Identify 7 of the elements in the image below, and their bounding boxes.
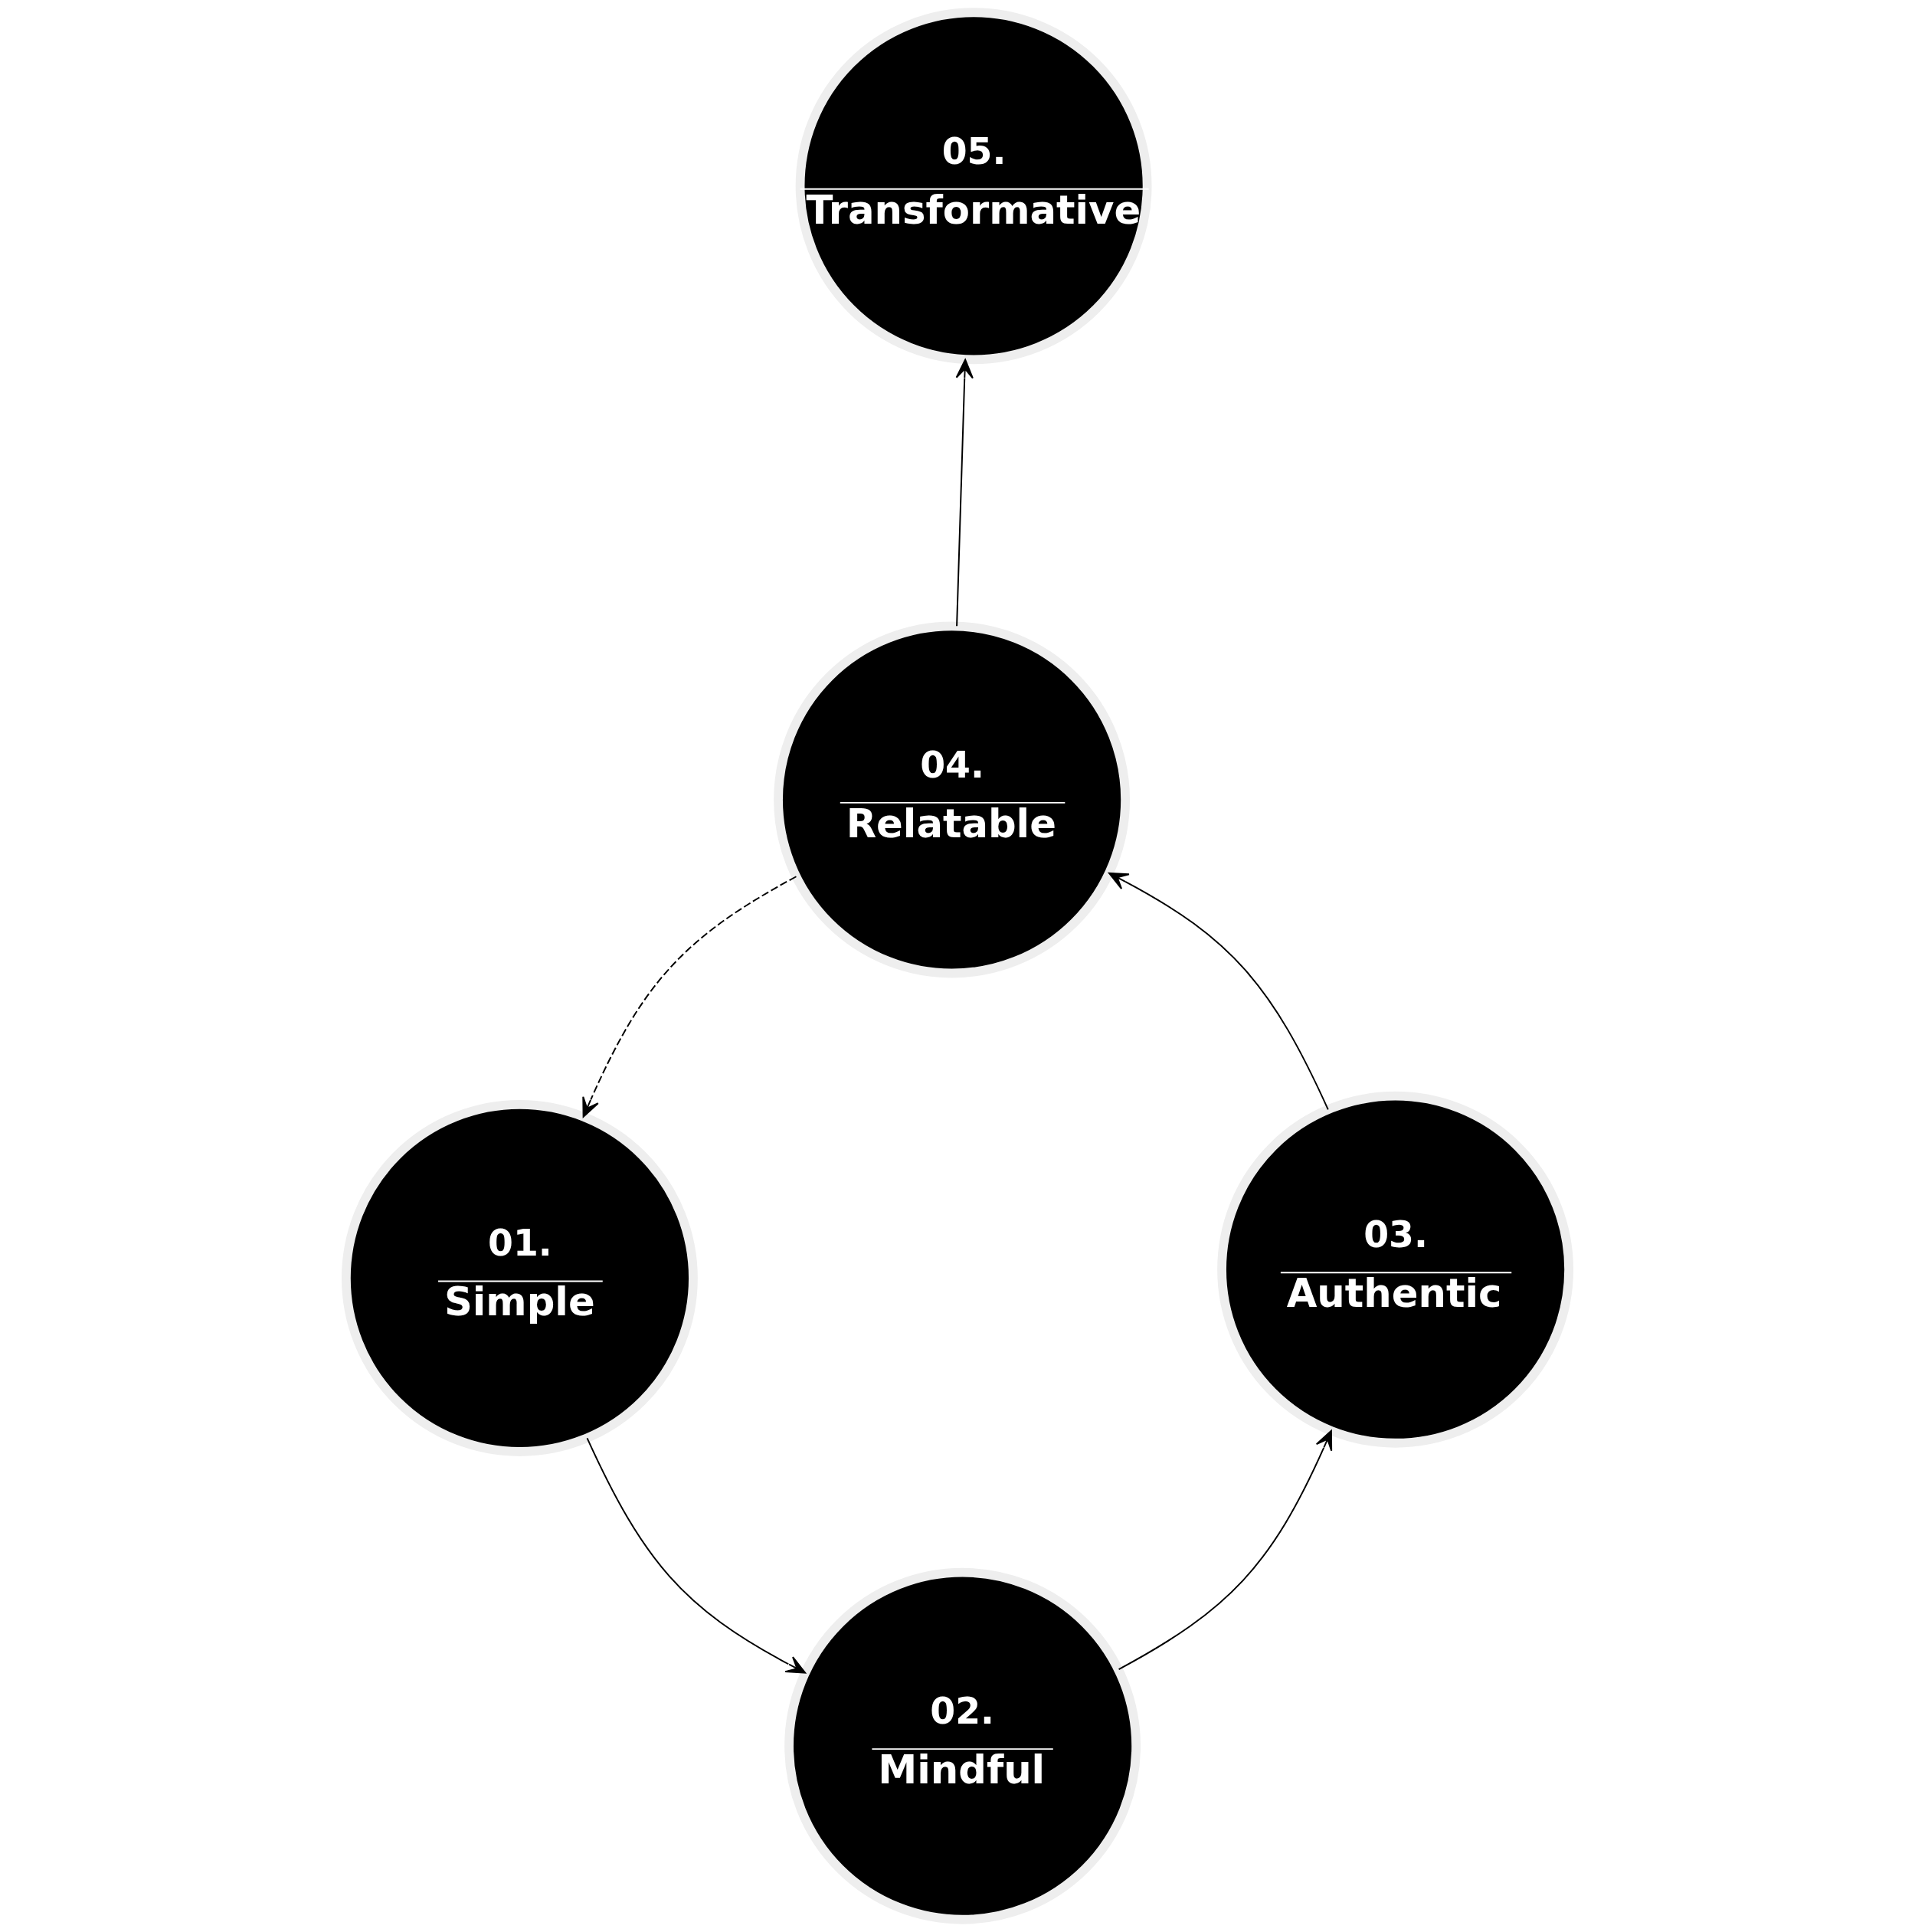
arrow (582, 876, 797, 1118)
arrow (1108, 872, 1329, 1111)
node-circle: 01. Simple (341, 1100, 698, 1456)
arrow (586, 1437, 807, 1674)
node-circle: 03. Authentic (1217, 1091, 1574, 1448)
arrow (1118, 1429, 1333, 1671)
arrow (955, 359, 974, 627)
